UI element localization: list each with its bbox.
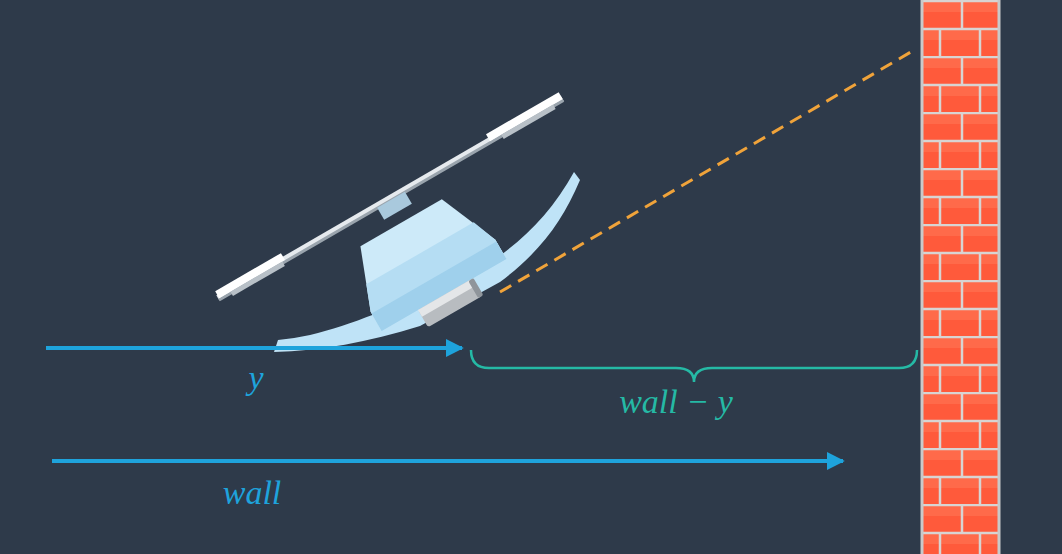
- drone: [214, 92, 580, 352]
- wall-arrow: [52, 459, 843, 463]
- variable-label: y: [248, 361, 263, 395]
- y-arrow: [46, 346, 462, 350]
- distance-brace: [471, 350, 917, 382]
- brick-wall: [922, 0, 1000, 554]
- sensor-ray: [500, 49, 916, 292]
- variable-label: wall: [223, 476, 282, 510]
- distance-label: wall − y: [619, 385, 733, 419]
